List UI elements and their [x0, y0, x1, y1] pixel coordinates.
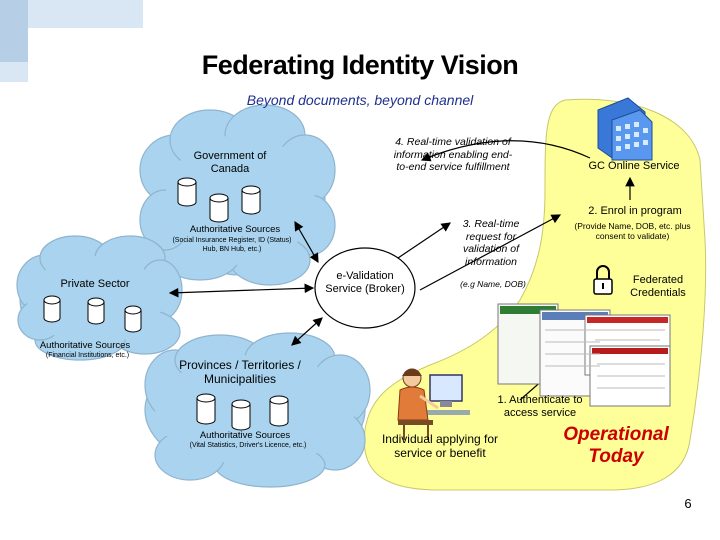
- database-icon: [196, 393, 289, 431]
- person-at-computer-icon: [397, 368, 470, 440]
- building-icon: [597, 97, 653, 161]
- page-subtitle: Beyond documents, beyond channel: [246, 92, 474, 108]
- provinces-cloud: [144, 332, 371, 488]
- provinces-label: Provinces / Territories / Municipalities: [179, 358, 301, 387]
- provinces-sources-title: Authoritative Sources: [199, 430, 291, 441]
- database-icon: [177, 177, 261, 223]
- individual-label: Individual applying for service or benef…: [381, 432, 499, 461]
- padlock-icon: [593, 265, 613, 295]
- private-sector-label: Private Sector: [60, 278, 130, 290]
- government-cloud: [139, 104, 336, 286]
- private-sources-detail: (Financial Institutions, etc.): [45, 352, 130, 359]
- government-sources-detail: (Social Insurance Register, ID (Status) …: [172, 237, 292, 253]
- corner-decoration: [0, 0, 28, 62]
- step2-detail: (Provide Name, DOB, etc. plus consent to…: [574, 221, 691, 242]
- step4-text: 4. Real-time validation of information e…: [393, 136, 513, 174]
- website-screenshots: [497, 303, 671, 407]
- page-number: 6: [684, 496, 692, 511]
- gc-online-service-label: GC Online Service: [588, 160, 680, 172]
- private-sources-title: Authoritative Sources: [39, 340, 131, 351]
- government-label: Government of Canada: [193, 150, 267, 176]
- step3-detail: (e.g Name, DOB): [460, 279, 526, 289]
- federated-credentials-label: Federated Credentials: [630, 274, 686, 300]
- provinces-sources-detail: (Vital Statistics, Driver's Licence, etc…: [189, 442, 307, 449]
- step3-text: 3. Real-time request for validation of i…: [462, 218, 520, 268]
- step1-text: 1. Authenticate to access service: [497, 394, 583, 420]
- database-icon: [43, 295, 142, 333]
- corner-decoration: [28, 0, 143, 28]
- broker-label: e-Validation Service (Broker): [325, 270, 405, 296]
- operational-today-banner: Operational Today: [563, 424, 669, 467]
- government-sources-title: Authoritative Sources: [189, 224, 281, 235]
- corner-decoration: [0, 62, 28, 82]
- broker-ellipse: [314, 247, 416, 329]
- step2-text: 2. Enrol in program: [588, 205, 682, 217]
- page-title: Federating Identity Vision: [201, 50, 519, 80]
